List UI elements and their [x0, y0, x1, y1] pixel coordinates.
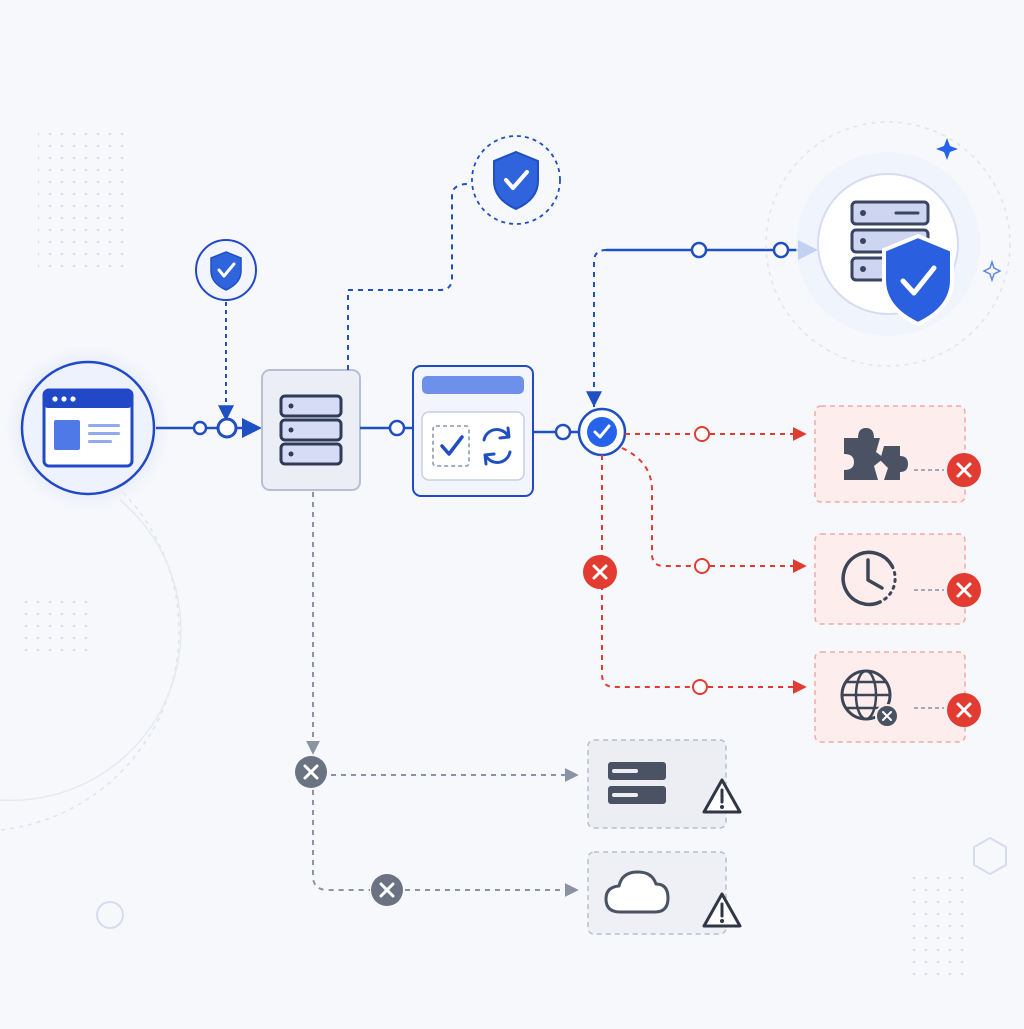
x-circle-icon [583, 555, 617, 589]
broken-puzzle-icon [844, 428, 908, 480]
cloud-warning-card[interactable] [587, 851, 742, 935]
server-stack-icon [279, 394, 343, 466]
clock-icon [841, 550, 897, 607]
sparkle-icon [936, 138, 958, 160]
x-circle-icon [295, 756, 327, 788]
timeout-failure-card[interactable] [814, 533, 981, 625]
sparkle-icon [982, 259, 1002, 283]
checkpoint-to-protected-connector [606, 240, 818, 260]
x-circle-icon [371, 874, 403, 906]
x-circle-icon [947, 453, 981, 487]
x-circle-icon [947, 573, 981, 607]
shield-check-icon [195, 239, 257, 301]
server-drawer-icon [608, 762, 666, 804]
cloud-icon [604, 870, 670, 914]
protected-server-node[interactable] [765, 121, 1011, 367]
validation-to-checkpoint-connector [533, 423, 580, 441]
browser-window-icon [42, 388, 134, 468]
client-node[interactable] [14, 354, 162, 502]
validation-node[interactable] [412, 365, 534, 497]
x-circle-icon [947, 693, 981, 727]
globe-with-x-icon [840, 669, 899, 728]
shield-check-icon [471, 135, 561, 225]
checkpoint-to-protected-path [593, 249, 690, 407]
server-to-validation-connector [360, 419, 412, 437]
warning-path-cloud [312, 790, 370, 891]
server-with-shield-icon [850, 200, 954, 327]
warning-triangle-icon [702, 892, 742, 928]
background-decoration [0, 128, 1007, 976]
client-to-server-connector [156, 417, 262, 439]
plugin-failure-card[interactable] [814, 405, 981, 503]
storage-warning-card[interactable] [587, 739, 742, 829]
check-circle-icon[interactable] [577, 407, 627, 457]
error-path-plugin [625, 426, 807, 442]
checkbox-and-refresh-icon [432, 425, 512, 467]
network-failure-card[interactable] [814, 651, 981, 743]
error-path-timeout [621, 447, 694, 567]
server-to-shield-path [347, 183, 469, 370]
warning-triangle-icon [702, 778, 742, 814]
server-node[interactable] [261, 369, 361, 491]
